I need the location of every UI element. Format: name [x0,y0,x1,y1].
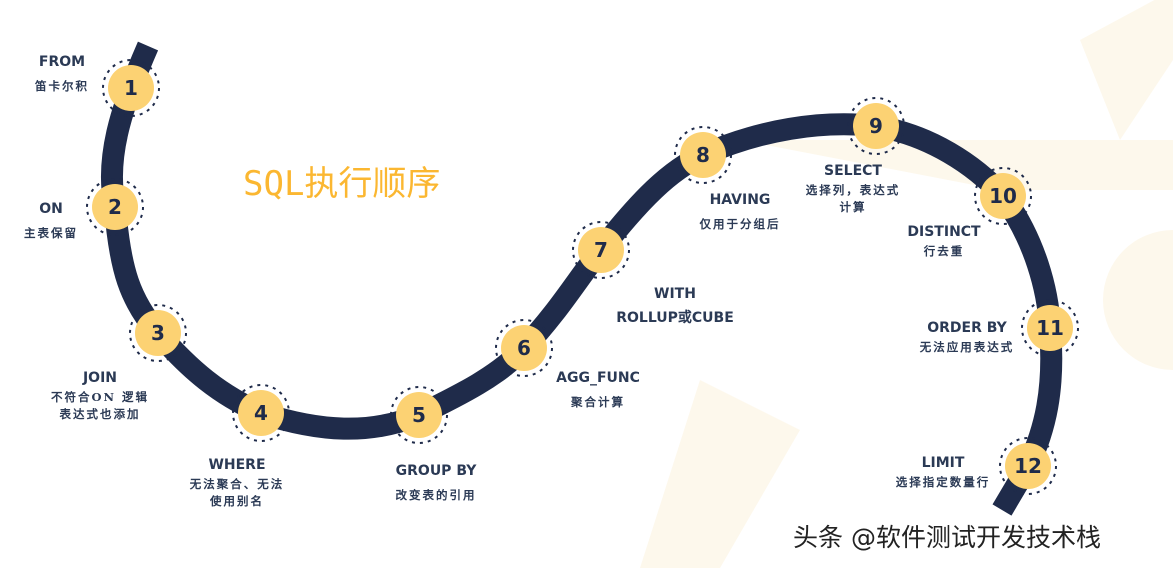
step-clause-name: WITH ROLLUP或CUBE [616,286,734,326]
step-description: 改变表的引用 [395,488,477,502]
step-description: 选择指定数量行 [895,475,991,489]
step-dashed-ring [86,178,144,236]
step-label: SELECT 选择列，表达式 计算 [806,161,901,216]
step-label: ORDER BY 无法应用表达式 [920,318,1015,356]
step-clause-name: ORDER BY [927,320,1007,336]
step-label: FROM 笛卡尔积 [35,52,89,95]
step-number: 12 [1014,454,1042,478]
step-clause-name: DISTINCT [907,224,981,240]
step-description: 无法聚合、无法 使用别名 [189,477,285,508]
diagram-title: SQL执行顺序 [243,164,441,204]
step-number: 5 [412,403,426,427]
step-dashed-ring [847,97,905,155]
step-number: 3 [151,321,165,345]
step-node [92,184,138,230]
step-number: 8 [696,143,710,167]
step-node [135,310,181,356]
step-number: 9 [869,114,883,138]
step-dashed-ring [572,221,630,279]
step-description: 仅用于分组后 [699,217,781,231]
step-description: 不符合ON 逻辑 表达式也添加 [50,390,150,421]
step-node [980,173,1026,219]
step-label: DISTINCT 行去重 [907,222,980,260]
step-dashed-ring [232,384,290,442]
step-description: 行去重 [923,244,965,258]
step-label: WITH ROLLUP或CUBE [616,282,734,330]
step-description: 主表保留 [24,226,78,240]
step-node [396,392,442,438]
step-node [108,65,154,111]
step-number: 2 [108,195,122,219]
step-clause-name: HAVING [709,192,771,208]
step-number: 6 [517,336,531,360]
step-node [680,132,726,178]
step-label: GROUP BY 改变表的引用 [396,461,477,504]
step-node [501,325,547,371]
step-clause-name: JOIN [82,370,118,386]
step-clause-name: SELECT [824,163,882,179]
step-node [853,103,899,149]
step-number: 4 [254,401,268,425]
step-label: HAVING 仅用于分组后 [700,190,781,233]
step-clause-name: AGG_FUNC [556,370,640,386]
execution-path [100,41,1063,516]
step-node [1005,443,1051,489]
step-description: 笛卡尔积 [35,79,89,93]
step-label: ON 主表保留 [24,199,78,242]
watermark-text: 头条 @软件测试开发技术栈 [793,523,1101,552]
step-dashed-ring [999,437,1057,495]
step-number: 10 [989,184,1017,208]
step-node [1027,305,1073,351]
step-node [578,227,624,273]
step-dashed-ring [674,126,732,184]
step-clause-name: ON [39,201,63,217]
step-dashed-ring [129,304,187,362]
step-node [238,390,284,436]
step-description: 聚合计算 [571,395,625,409]
step-number: 1 [124,76,138,100]
step-number: 7 [594,238,608,262]
step-label: WHERE 无法聚合、无法 使用别名 [190,455,285,510]
step-dashed-ring [390,386,448,444]
step-dashed-ring [102,59,160,117]
step-clause-name: GROUP BY [395,463,477,479]
step-clause-name: WHERE [208,457,266,473]
step-clause-name: LIMIT [921,455,965,471]
step-clause-name: FROM [38,54,86,70]
step-dashed-ring [495,319,553,377]
step-label: LIMIT 选择指定数量行 [896,453,991,491]
step-dashed-ring [1021,299,1079,357]
step-description: 选择列，表达式 计算 [805,183,901,214]
step-number: 11 [1036,316,1064,340]
step-label: JOIN 不符合ON 逻辑 表达式也添加 [51,368,149,423]
step-description: 无法应用表达式 [919,340,1015,354]
step-label: AGG_FUNC 聚合计算 [556,368,640,411]
step-dashed-ring [974,167,1032,225]
